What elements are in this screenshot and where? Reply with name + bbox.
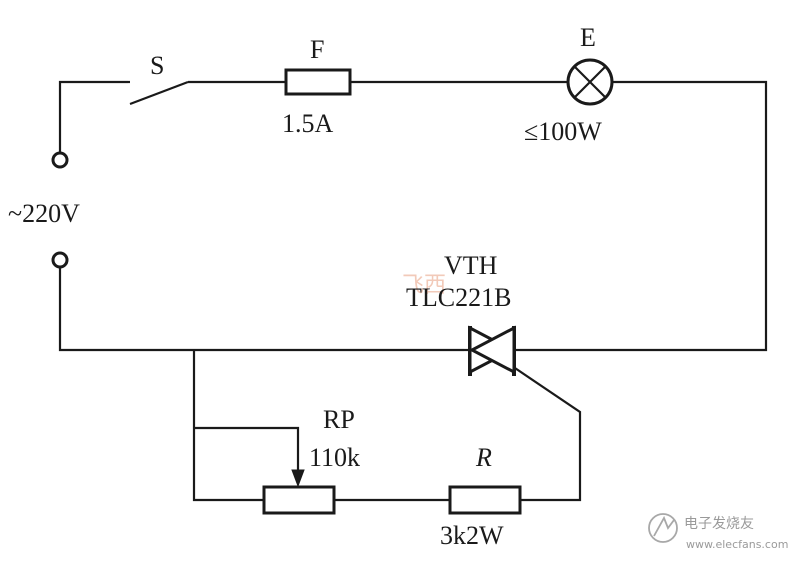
- triac-part-number: TLC221B: [406, 283, 511, 312]
- triac-symbol: [464, 325, 520, 376]
- watermark-text: 电子发烧友: [684, 516, 754, 532]
- watermark-url: www.elecfans.com: [686, 538, 788, 551]
- wire-rc-left: [192, 350, 264, 502]
- wire-lamp-right: [520, 80, 768, 352]
- watermark: 电子发烧友 www.elecfans.com: [648, 513, 788, 551]
- lamp-label: E: [580, 23, 596, 52]
- pot-value: 110k: [309, 443, 360, 472]
- supply-label: ~220V: [8, 199, 80, 228]
- potentiometer-symbol: [262, 469, 336, 515]
- resistor-value: 3k2W: [440, 521, 504, 550]
- terminal-top: [51, 151, 69, 169]
- pot-label: RP: [323, 405, 355, 434]
- fuse-label: F: [310, 35, 324, 64]
- watermark-logo-icon: [648, 513, 678, 543]
- resistor-symbol: [448, 485, 522, 515]
- lamp-symbol: [566, 58, 614, 106]
- resistor-label: R: [475, 443, 492, 472]
- ghost-text: 飞西: [402, 273, 446, 298]
- lamp-rating: ≤100W: [524, 117, 602, 146]
- terminal-bottom: [51, 251, 69, 269]
- wire-left-bottom: [58, 268, 464, 352]
- fuse-rating: 1.5A: [282, 109, 334, 138]
- wire-resistor-gate: [505, 361, 582, 502]
- wire-left-top: [58, 80, 128, 152]
- fuse-symbol: [284, 68, 352, 96]
- wire-pot-wiper: [194, 426, 300, 470]
- switch-label: S: [150, 51, 164, 80]
- wiring: [58, 80, 768, 502]
- triac-label: VTH: [444, 251, 498, 280]
- switch-symbol: [128, 80, 189, 106]
